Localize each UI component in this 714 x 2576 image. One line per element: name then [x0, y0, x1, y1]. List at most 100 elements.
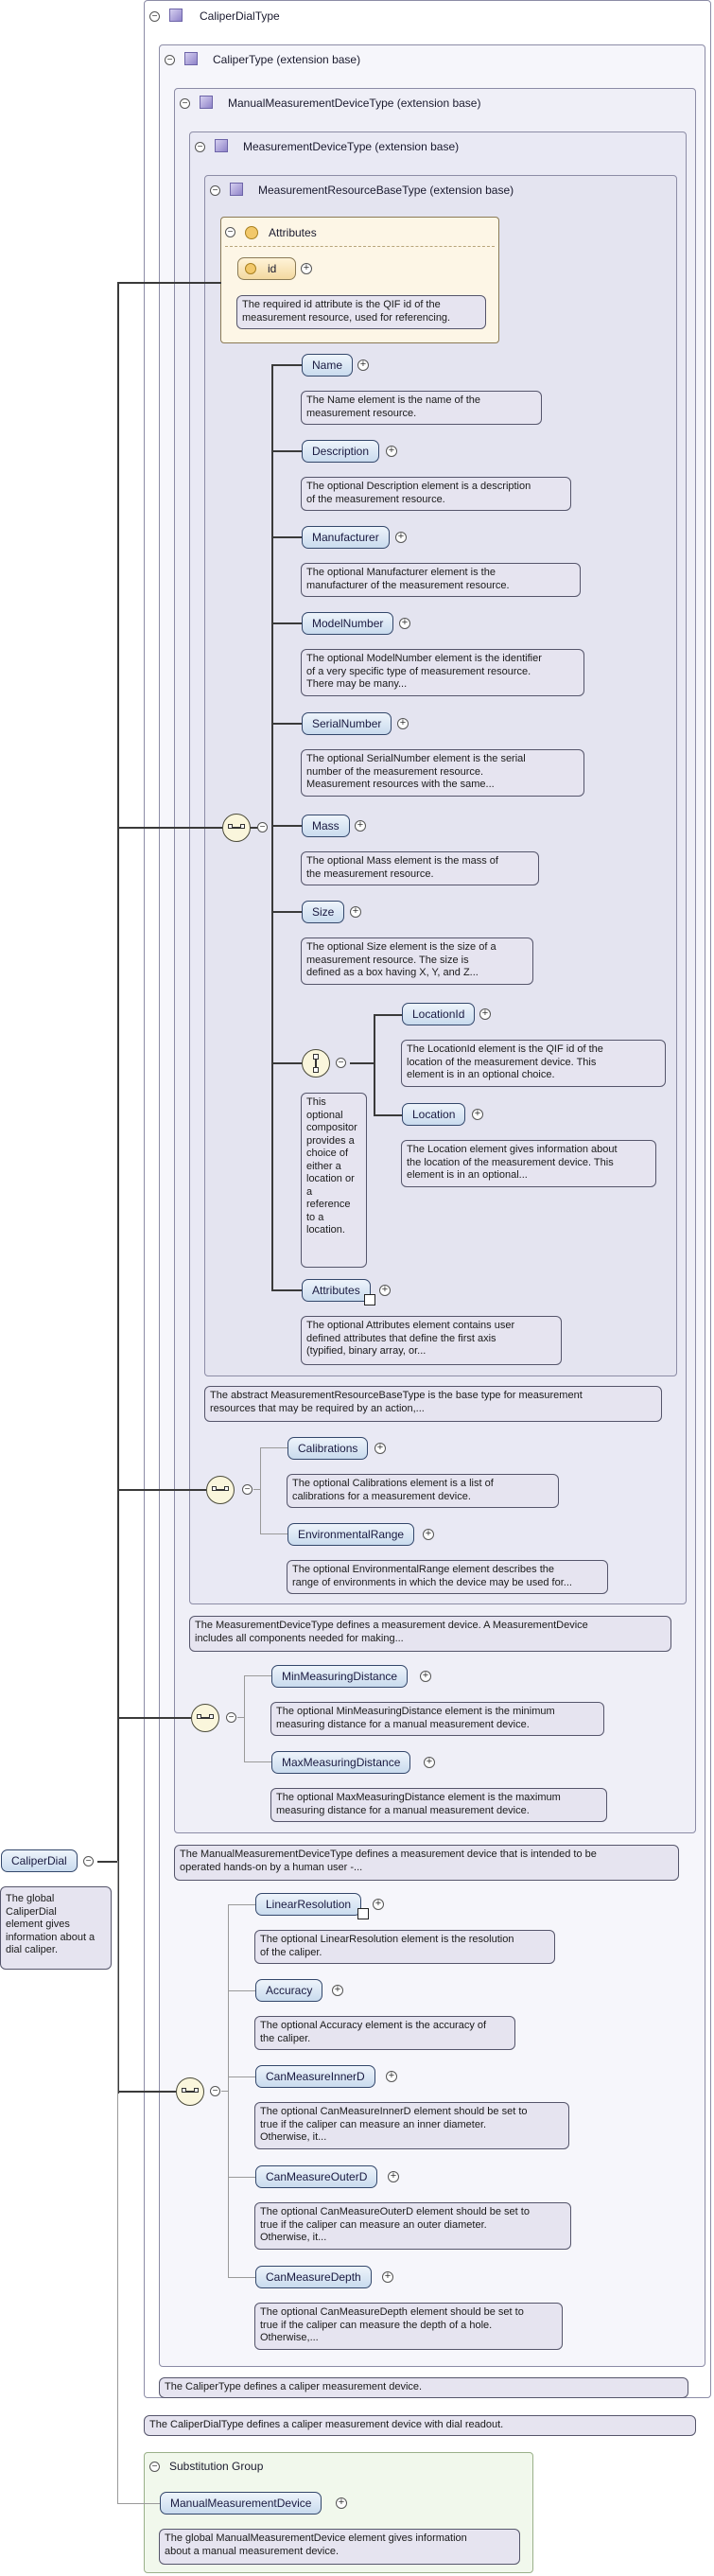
mass-element-doc: The optional Mass element is the mass of… — [301, 851, 539, 885]
main-spine — [117, 282, 119, 2094]
linear-resolution-doc: The optional LinearResolution element is… — [254, 1930, 555, 1964]
model-number-element-doc: The optional ModelNumber element is the … — [301, 649, 584, 696]
accuracy-doc: The optional Accuracy element is the acc… — [254, 2016, 515, 2050]
complex-type-icon — [200, 96, 213, 109]
expand-icon[interactable]: + — [382, 2271, 393, 2283]
type-title: CaliperDialType — [200, 9, 280, 23]
attributes-title: Attributes — [269, 226, 317, 239]
manual-measurement-device-doc: The global ManualMeasurementDevice eleme… — [159, 2529, 520, 2565]
collapse-toggle[interactable]: − — [210, 2086, 220, 2096]
collapse-toggle[interactable]: − — [242, 1484, 253, 1495]
device-type-doc: The MeasurementDeviceType defines a meas… — [189, 1616, 671, 1652]
expand-icon[interactable]: + — [472, 1109, 483, 1120]
manual-measurement-device-element[interactable]: ManualMeasurementDevice — [160, 2492, 322, 2515]
collapse-toggle[interactable]: − — [210, 185, 220, 196]
can-measure-depth-doc: The optional CanMeasureDepth element sho… — [254, 2303, 563, 2350]
attribute-icon — [245, 226, 258, 239]
expand-icon[interactable]: + — [479, 1008, 491, 1020]
attribute-icon — [245, 263, 256, 274]
collapse-toggle[interactable]: − — [149, 11, 160, 22]
expand-icon[interactable]: + — [388, 2171, 399, 2182]
expand-icon[interactable]: + — [379, 1285, 391, 1296]
expand-icon[interactable]: + — [374, 1443, 386, 1454]
expand-icon[interactable]: + — [395, 532, 407, 543]
expand-icon[interactable]: + — [420, 1671, 431, 1682]
max-measuring-distance-element[interactable]: MaxMeasuringDistance — [271, 1751, 411, 1774]
size-element-doc: The optional Size element is the size of… — [301, 938, 533, 985]
accuracy-element[interactable]: Accuracy — [255, 1979, 323, 2002]
reference-arrow-icon — [357, 1908, 369, 1919]
attributes-element[interactable]: Attributes — [302, 1279, 371, 1302]
min-measuring-distance-doc: The optional MinMeasuringDistance elemen… — [270, 1702, 604, 1736]
location-id-element[interactable]: LocationId — [402, 1003, 476, 1025]
expand-icon[interactable]: + — [355, 820, 366, 832]
collapse-toggle[interactable]: − — [195, 142, 205, 152]
expand-icon[interactable]: + — [301, 263, 312, 274]
expand-icon[interactable]: + — [332, 1985, 343, 1996]
model-number-element[interactable]: ModelNumber — [302, 612, 394, 635]
sequence-compositor-icon[interactable] — [191, 1704, 219, 1732]
attributes-element-doc: The optional Attributes element contains… — [301, 1316, 562, 1365]
manual-type-doc: The ManualMeasurementDeviceType defines … — [174, 1845, 679, 1881]
complex-type-icon — [215, 139, 228, 152]
calibrations-element-doc: The optional Calibrations element is a l… — [287, 1474, 559, 1508]
expand-icon[interactable]: + — [336, 2497, 347, 2509]
linear-resolution-element[interactable]: LinearResolution — [255, 1893, 362, 1916]
complex-type-icon — [169, 9, 183, 22]
can-measure-outer-d-element[interactable]: CanMeasureOuterD — [255, 2165, 378, 2188]
type-title: ManualMeasurementDeviceType (extension b… — [228, 96, 481, 110]
environmental-range-element[interactable]: EnvironmentalRange — [287, 1523, 415, 1546]
mass-element[interactable]: Mass — [302, 815, 350, 837]
complex-type-icon — [184, 52, 198, 65]
location-element[interactable]: Location — [402, 1103, 466, 1126]
collapse-toggle[interactable]: − — [225, 227, 235, 237]
expand-icon[interactable]: + — [350, 906, 361, 918]
id-attribute[interactable]: id — [237, 257, 296, 280]
collapse-toggle[interactable]: − — [165, 55, 175, 65]
complex-type-icon — [230, 183, 243, 196]
expand-icon[interactable]: + — [397, 718, 409, 729]
caliper-type-doc: The CaliperType defines a caliper measur… — [159, 2377, 688, 2398]
type-title: CaliperType (extension base) — [213, 53, 361, 66]
choice-spine — [374, 1014, 375, 1115]
sequence-compositor-icon[interactable] — [176, 2077, 204, 2106]
can-measure-inner-d-element[interactable]: CanMeasureInnerD — [255, 2065, 375, 2088]
choice-compositor-icon[interactable] — [302, 1049, 330, 1078]
can-measure-depth-element[interactable]: CanMeasureDepth — [255, 2266, 372, 2288]
collapse-toggle[interactable]: − — [180, 98, 190, 109]
sequence-compositor-icon[interactable] — [222, 814, 251, 842]
expand-icon[interactable]: + — [399, 618, 410, 629]
can-measure-inner-d-doc: The optional CanMeasureInnerD element sh… — [254, 2102, 569, 2149]
size-element[interactable]: Size — [302, 901, 345, 923]
location-id-element-doc: The LocationId element is the QIF id of … — [401, 1040, 666, 1087]
expand-icon[interactable]: + — [423, 1529, 434, 1540]
expand-icon[interactable]: + — [357, 359, 369, 371]
sequence-compositor-icon[interactable] — [206, 1476, 235, 1504]
collapse-toggle[interactable]: − — [149, 2462, 160, 2472]
serial-number-element-doc: The optional SerialNumber element is the… — [301, 749, 584, 797]
max-measuring-distance-doc: The optional MaxMeasuringDistance elemen… — [270, 1788, 607, 1822]
type-title: MeasurementResourceBaseType (extension b… — [258, 184, 514, 197]
type-title: MeasurementDeviceType (extension base) — [243, 140, 460, 153]
expand-icon[interactable]: + — [373, 1899, 384, 1910]
min-measuring-distance-element[interactable]: MinMeasuringDistance — [271, 1665, 409, 1688]
description-element[interactable]: Description — [302, 440, 380, 463]
collapse-toggle[interactable]: − — [83, 1856, 94, 1866]
expand-icon[interactable]: + — [424, 1757, 435, 1768]
can-measure-outer-d-doc: The optional CanMeasureOuterD element sh… — [254, 2202, 571, 2250]
expand-icon[interactable]: + — [386, 2071, 397, 2082]
caliper-dial-element[interactable]: CaliperDial — [1, 1849, 78, 1872]
collapse-toggle[interactable]: − — [226, 1712, 236, 1723]
name-element[interactable]: Name — [302, 354, 354, 377]
caliper-dial-type-doc: The CaliperDialType defines a caliper me… — [144, 2415, 696, 2436]
collapse-toggle[interactable]: − — [336, 1058, 346, 1068]
collapse-toggle[interactable]: − — [257, 822, 268, 832]
id-attribute-label: id — [268, 262, 277, 275]
calibrations-element[interactable]: Calibrations — [287, 1437, 369, 1460]
substitution-group-title: Substitution Group — [169, 2460, 264, 2473]
manufacturer-element[interactable]: Manufacturer — [302, 526, 390, 549]
expand-icon[interactable]: + — [386, 446, 397, 457]
serial-number-element[interactable]: SerialNumber — [302, 712, 392, 735]
environmental-range-element-doc: The optional EnvironmentalRange element … — [287, 1560, 608, 1594]
